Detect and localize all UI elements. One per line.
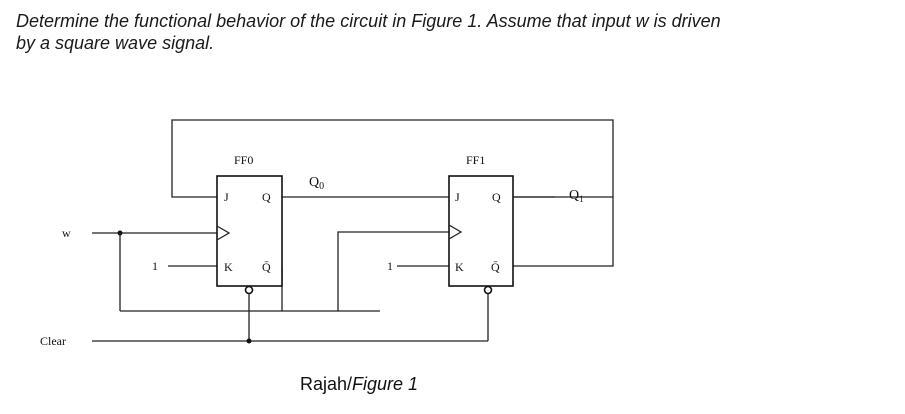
ff1-label: FF1 [466, 153, 485, 167]
ff0-clock-triangle [216, 225, 231, 241]
q1-label: Q1 [569, 188, 584, 204]
q1-label-sub: 1 [579, 194, 584, 204]
q0-label: Q0 [309, 175, 324, 192]
ff0-pin-k: K [224, 260, 233, 274]
clear-input-label: Clear [40, 334, 66, 348]
ff1-clock-triangle [448, 224, 463, 240]
caption-figure: Figure 1 [352, 374, 419, 394]
ff0-label: FF0 [234, 153, 253, 167]
ff1-pin-q: Q [492, 190, 501, 204]
q0-label-main: Q [309, 175, 319, 190]
figure-caption: Rajah/Figure 1 [300, 374, 418, 395]
ff0-clear-bubble [244, 285, 254, 295]
caption-prefix: Rajah/ [300, 374, 353, 394]
feedback-top-wire [171, 119, 614, 198]
ff0-pin-qbar: Q̄ [262, 260, 271, 274]
q1-label-main: Q [569, 188, 579, 203]
ff1-clear-bubble [483, 285, 493, 295]
ff1-const-one: 1 [387, 259, 393, 273]
ff0-const-one: 1 [152, 259, 158, 273]
question-text: Determine the functional behavior of the… [16, 10, 896, 54]
w-junction-dot [117, 230, 123, 236]
clear-junction-dot [246, 338, 252, 344]
q0-label-sub: 0 [319, 181, 324, 192]
ff0-pin-q: Q [262, 190, 271, 204]
ff1-pin-qbar: Q̄ [491, 260, 500, 274]
feedback-wire [498, 196, 614, 267]
ff0-box [216, 175, 283, 287]
question-line-1: Determine the functional behavior of the… [16, 11, 721, 31]
question-line-2: by a square wave signal. [16, 33, 215, 53]
ff1-pin-j: J [455, 190, 460, 204]
q0bar-route-wire [337, 231, 449, 311]
ff1-pin-k: K [455, 260, 464, 274]
ff0-pin-j: J [224, 190, 229, 204]
w-input-label: w [62, 226, 71, 240]
